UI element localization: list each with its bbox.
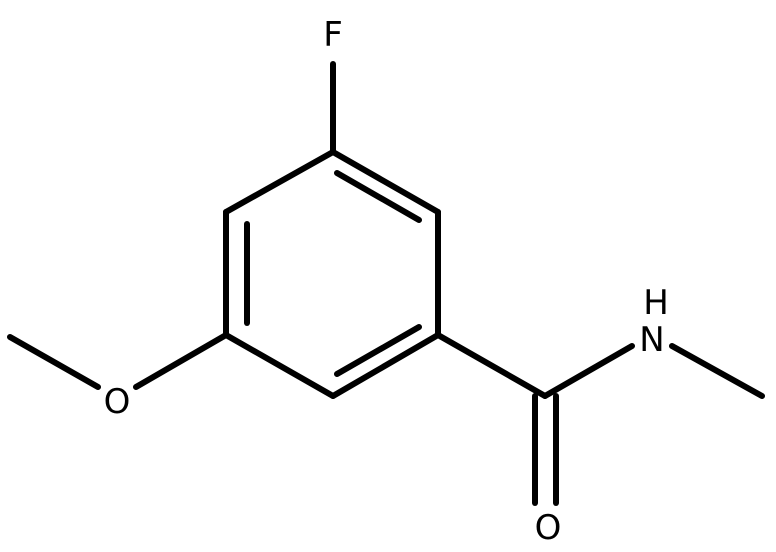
n-methyl-bond bbox=[669, 343, 765, 399]
nitrogen-label: N bbox=[639, 320, 664, 360]
o-methyl-bond bbox=[7, 334, 101, 390]
methoxy-oxygen-label: O bbox=[104, 382, 131, 422]
ring-carbonyl-bond bbox=[435, 332, 548, 399]
nitrogen-hydrogen-label: H bbox=[643, 283, 669, 323]
ring-inner-double-top-right bbox=[334, 170, 422, 223]
ring-inner-double-bottom-right bbox=[334, 324, 422, 377]
ring-bond-bottom-left bbox=[223, 332, 336, 399]
ring-bond-top-right bbox=[330, 149, 441, 215]
ring-bond-bottom-right bbox=[330, 332, 441, 399]
ring-o-bond bbox=[133, 332, 229, 390]
carbonyl-n-bond bbox=[542, 343, 635, 399]
carbonyl-oxygen-label: O bbox=[535, 508, 562, 548]
ring-bond-top-left bbox=[223, 149, 336, 215]
fluorine-label: F bbox=[323, 15, 343, 55]
